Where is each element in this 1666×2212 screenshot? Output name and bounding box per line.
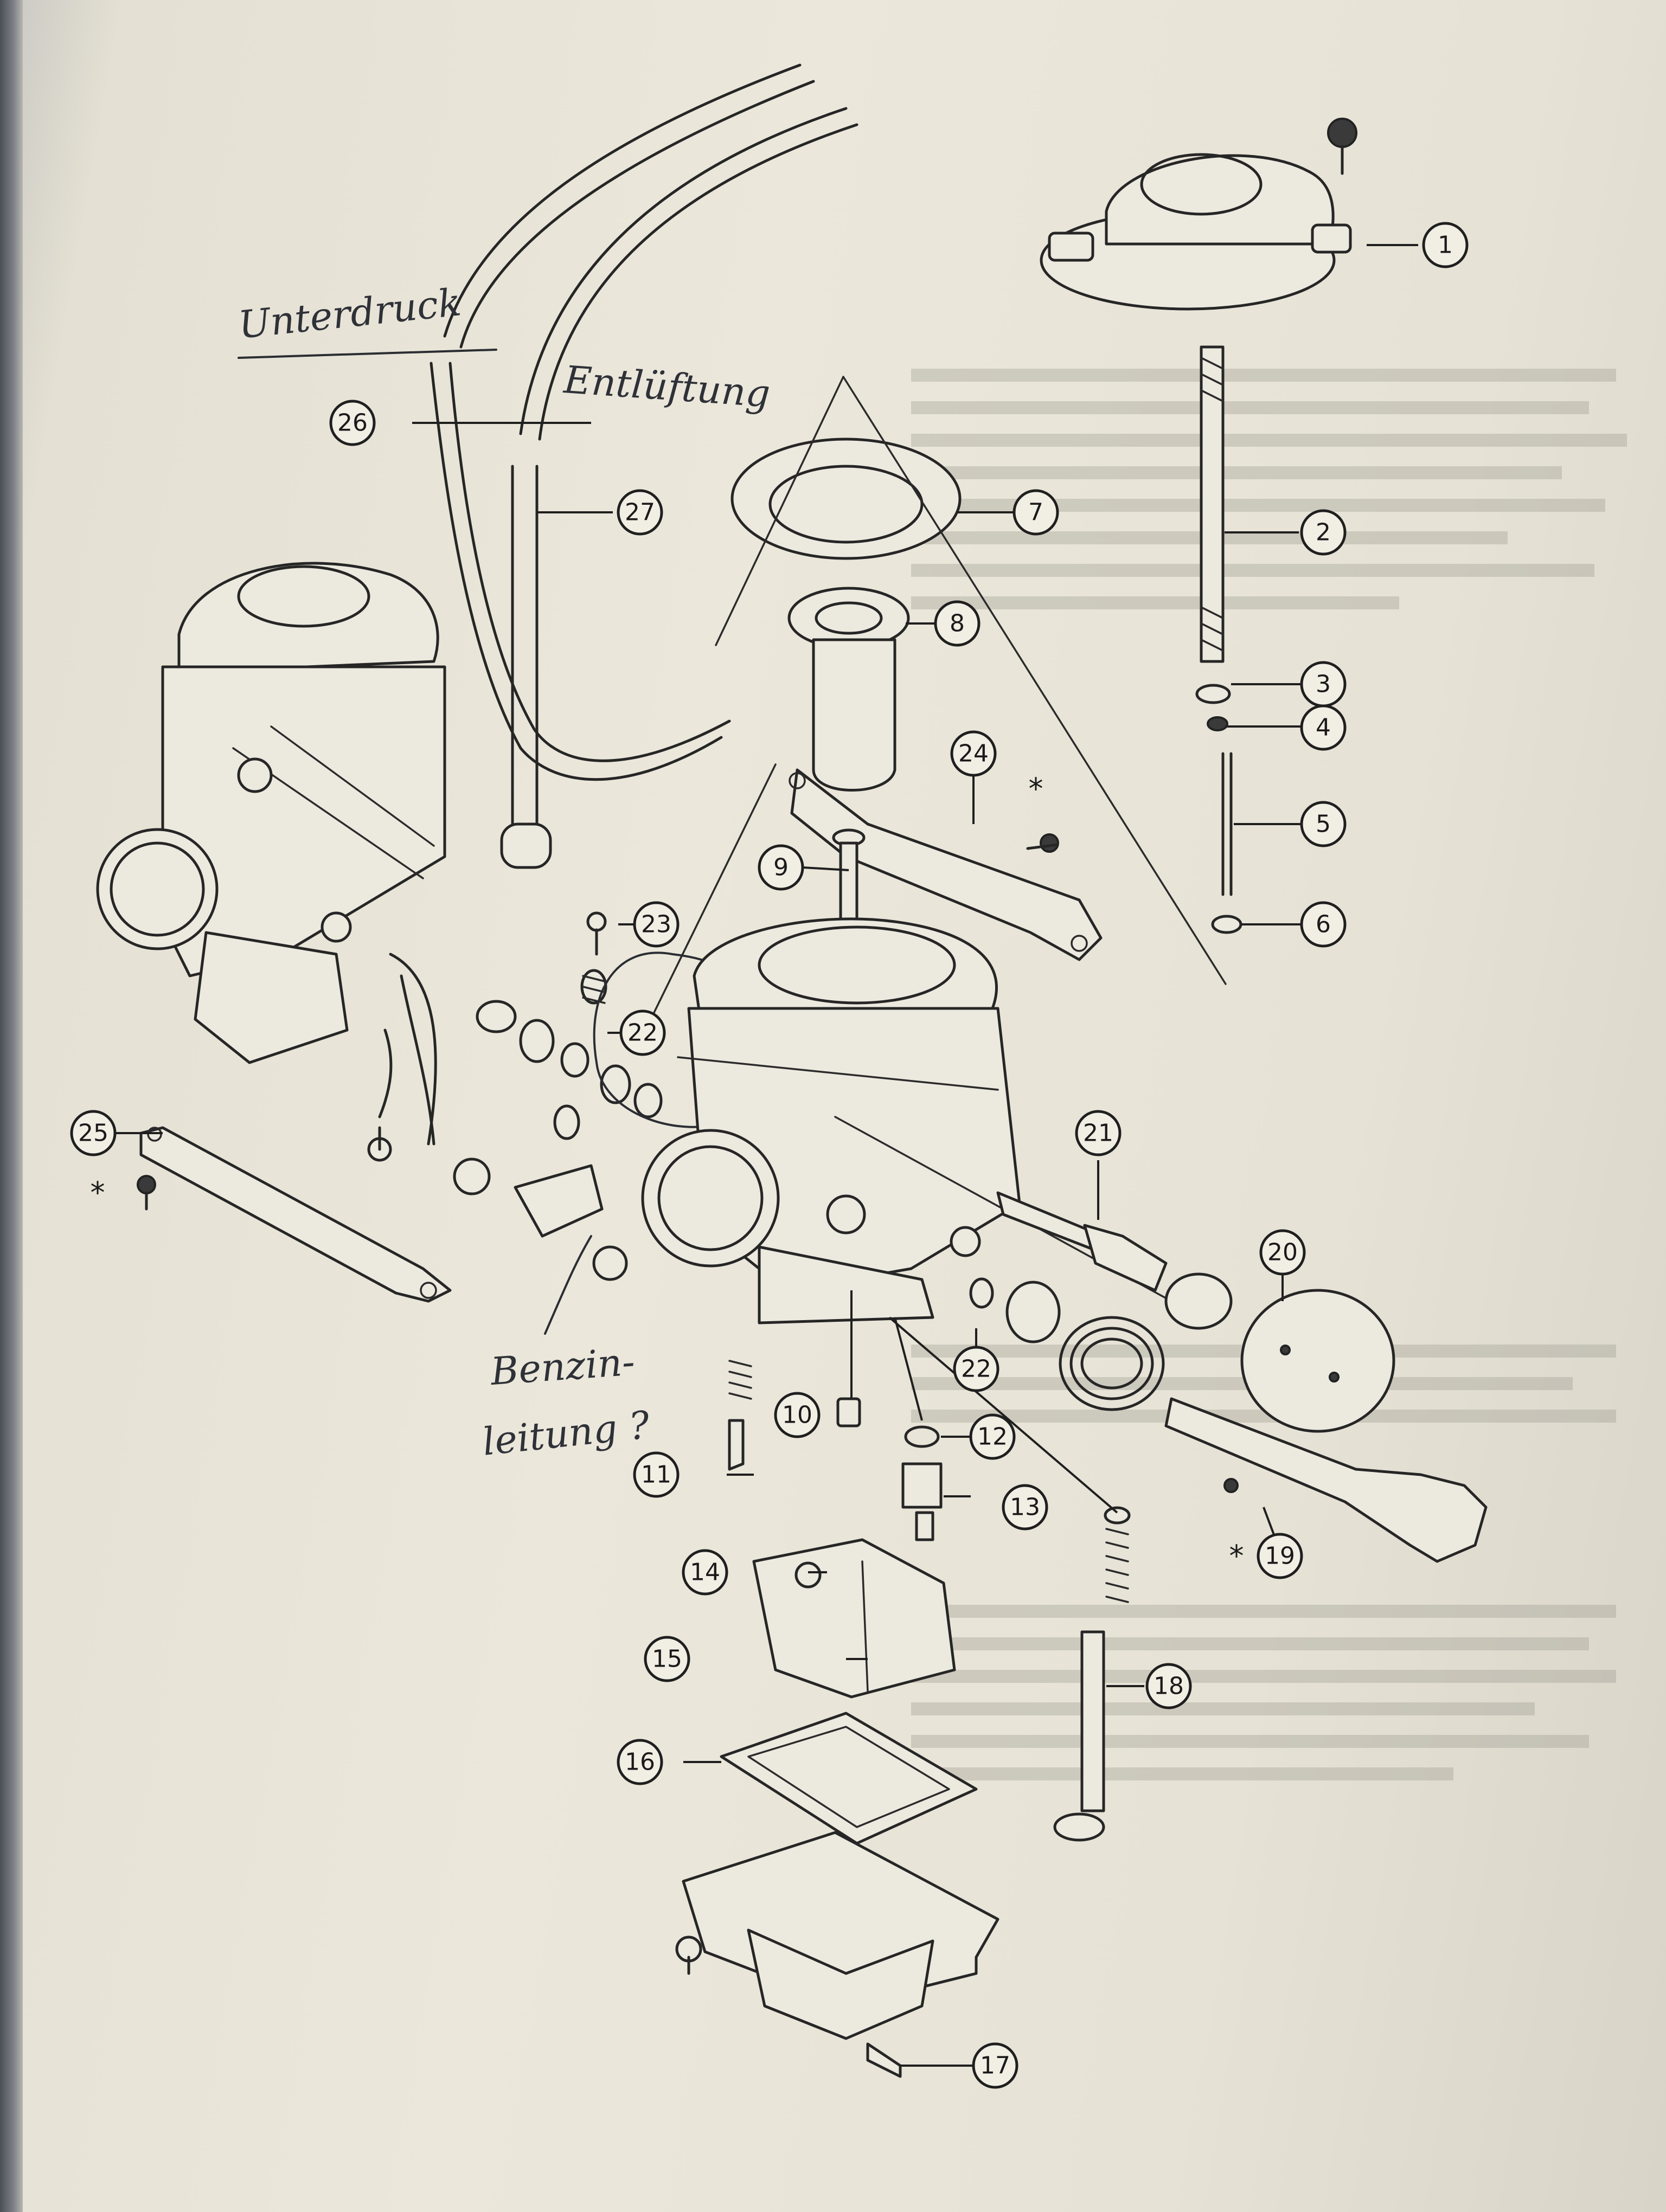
top-cover-1	[1040, 118, 1357, 311]
badge-21: 21	[1075, 1110, 1122, 1156]
construction-lines	[650, 376, 1227, 1020]
parts-12-13	[901, 1425, 943, 1541]
svg-text:11: 11	[641, 1461, 671, 1489]
piston-8	[787, 587, 910, 792]
badge-23: 23	[633, 901, 680, 948]
badge-4: 4	[1300, 704, 1347, 751]
asterisk-marker: *	[1029, 772, 1043, 806]
svg-text:5: 5	[1316, 811, 1331, 838]
badge-26: 26	[329, 400, 376, 446]
note-entlueftung: Entlüftung	[561, 357, 772, 416]
gasket-16	[720, 1712, 978, 1845]
svg-text:10: 10	[782, 1401, 812, 1429]
float-assembly	[752, 1538, 956, 1699]
svg-text:18: 18	[1154, 1673, 1184, 1700]
badge-24: 24	[950, 730, 997, 777]
badge-25: 25	[70, 1110, 117, 1156]
badge-5: 5	[1300, 801, 1347, 847]
asterisk-marker: *	[91, 1176, 105, 1210]
spring-coil	[969, 1277, 1165, 1411]
badge-1: 1	[1422, 222, 1469, 268]
main-carburetor-body	[641, 917, 1172, 1324]
svg-text:13: 13	[1010, 1494, 1040, 1521]
diaphragm-7	[731, 438, 962, 560]
left-small-parts	[367, 953, 628, 1281]
svg-text:9: 9	[773, 854, 789, 882]
lever-19	[1164, 1397, 1488, 1563]
svg-text:22: 22	[961, 1355, 991, 1383]
svg-text:22: 22	[627, 1019, 658, 1047]
svg-text:25: 25	[78, 1120, 108, 1147]
note-benzin: Benzin-	[488, 1340, 636, 1394]
badge-17: 17	[972, 2042, 1018, 2089]
asterisk-marker: *	[1229, 1539, 1244, 1573]
svg-text:24: 24	[958, 740, 989, 768]
svg-text:1: 1	[1438, 232, 1453, 259]
badge-12: 12	[969, 1413, 1016, 1460]
note-unterdruck: Unterdruck	[236, 280, 463, 348]
leader-lines	[114, 244, 1418, 2067]
badge-3: 3	[1300, 661, 1347, 708]
gasket-washer-column	[476, 911, 663, 1140]
svg-text:12: 12	[977, 1423, 1008, 1451]
bleed-through-text	[911, 369, 1627, 1780]
badge-6: 6	[1300, 901, 1347, 948]
bracket-24	[789, 768, 1103, 961]
svg-text:6: 6	[1316, 911, 1331, 938]
svg-text:15: 15	[652, 1645, 682, 1673]
bracket-25	[137, 1126, 452, 1303]
badge-27: 27	[617, 489, 663, 536]
jets-10-11	[728, 1360, 861, 1471]
svg-text:23: 23	[641, 911, 671, 938]
hose-27	[500, 107, 858, 869]
svg-text:14: 14	[690, 1559, 720, 1586]
svg-text:2: 2	[1316, 519, 1331, 546]
jet-needle-assembly	[1195, 345, 1242, 934]
screw-18	[1053, 1506, 1131, 1842]
svg-text:17: 17	[980, 2052, 1010, 2080]
badge-19: 19	[1257, 1533, 1303, 1579]
screw-21	[996, 1191, 1233, 1330]
svg-text:27: 27	[625, 499, 655, 526]
hose-26	[430, 63, 815, 781]
badge-22-upper: 22	[619, 1009, 666, 1056]
svg-text:8: 8	[950, 610, 965, 638]
left-carburetor-body	[96, 562, 446, 1064]
badge-14: 14	[682, 1549, 728, 1596]
badge-7: 7	[1013, 489, 1059, 536]
badge-16: 16	[617, 1739, 663, 1785]
badge-10: 10	[774, 1392, 821, 1438]
note-leitung: leitung ?	[480, 1403, 652, 1464]
svg-text:7: 7	[1028, 499, 1043, 526]
svg-text:4: 4	[1316, 714, 1331, 742]
badge-18: 18	[1145, 1663, 1192, 1709]
badge-20: 20	[1259, 1229, 1306, 1276]
svg-text:20: 20	[1267, 1239, 1298, 1266]
svg-text:3: 3	[1316, 671, 1331, 698]
svg-text:26: 26	[337, 409, 368, 437]
badge-9: 9	[758, 844, 804, 891]
badge-15: 15	[644, 1636, 690, 1682]
float-bowl	[675, 1831, 999, 2078]
binding-shadow	[0, 0, 23, 2212]
badge-22-lower: 22	[953, 1346, 999, 1392]
svg-text:21: 21	[1083, 1120, 1113, 1147]
svg-text:19: 19	[1265, 1542, 1295, 1570]
badge-2: 2	[1300, 509, 1347, 556]
badge-11: 11	[633, 1451, 680, 1498]
badge-8: 8	[934, 600, 981, 647]
plate-20	[1240, 1289, 1395, 1433]
svg-text:16: 16	[625, 1748, 655, 1776]
badge-13: 13	[1002, 1484, 1048, 1531]
